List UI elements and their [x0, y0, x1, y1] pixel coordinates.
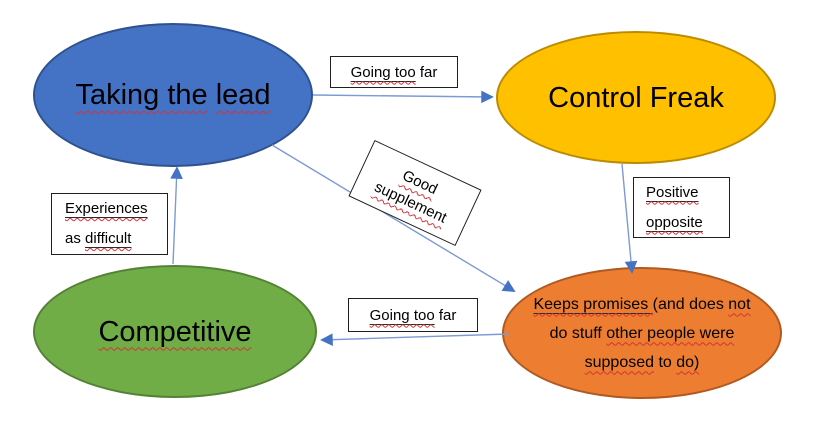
edge-label-experiences-as-difficult[interactable]: Experiences as difficult	[51, 193, 168, 255]
plain-text: far	[415, 63, 438, 81]
edge-label-line2: opposite	[646, 208, 729, 238]
arrow-taking-lead-to-control-freak[interactable]	[312, 90, 494, 104]
edge-label-positive-opposite[interactable]: Positive opposite	[633, 177, 730, 238]
spellcheck-text: Experiences	[65, 200, 148, 217]
arrow-control-freak-to-keeps-promises[interactable]	[621, 163, 638, 274]
plain-text: as	[65, 230, 86, 247]
spellcheck-text: difficult	[85, 230, 132, 247]
plain-text: to	[654, 353, 677, 371]
spellcheck-text: Going too	[369, 306, 435, 324]
spellcheck-text: Positive	[646, 183, 699, 201]
spellcheck-text: do)	[676, 353, 700, 371]
spellcheck-text: Keeps promises	[533, 295, 653, 313]
spellcheck-text: supposed	[584, 353, 655, 371]
spellcheck-text: Going too	[350, 63, 416, 81]
edge-label-line2: as difficult	[65, 224, 167, 254]
node-competitive-label: Competitive	[98, 315, 251, 349]
spellcheck-text: other people were	[606, 324, 735, 342]
edge-label-going-too-far-top[interactable]: Going too far	[330, 56, 458, 88]
edge-label-text: Going too far	[370, 307, 457, 324]
arrow-competitive-to-taking-lead[interactable]	[170, 166, 183, 265]
edge-label-line1: Experiences	[65, 194, 167, 224]
node-control-freak-label: Control Freak	[548, 81, 724, 114]
keeps-promises-line3: supposed to do)	[533, 348, 750, 377]
keeps-promises-line1: Keeps promises (and does not	[533, 290, 750, 319]
edge-label-going-too-far-bottom[interactable]: Going too far	[348, 298, 478, 332]
keeps-promises-line2: do stuff other people were	[533, 319, 750, 348]
node-taking-the-lead[interactable]: Taking the lead	[33, 23, 313, 167]
arrow-taking-lead-to-keeps-promises[interactable]	[271, 144, 516, 292]
plain-text: far	[434, 306, 457, 324]
node-taking-the-lead-label: Taking the lead	[75, 78, 270, 112]
spellcheck-text: lead	[215, 79, 271, 111]
node-keeps-promises-label: Keeps promises (and does not do stuff ot…	[533, 290, 750, 377]
plain-text: do stuff	[549, 324, 607, 342]
edge-label-line1: Positive	[646, 178, 729, 208]
spellcheck-text: Competitive	[98, 315, 252, 348]
arrow-keeps-promises-to-competitive[interactable]	[320, 333, 510, 346]
spellcheck-text: not	[728, 295, 751, 313]
node-competitive[interactable]: Competitive	[33, 265, 317, 398]
edge-label-text: Going too far	[351, 64, 438, 81]
spellcheck-text: opposite	[646, 213, 703, 231]
spellcheck-text: Taking the	[75, 79, 208, 111]
node-keeps-promises[interactable]: Keeps promises (and does not do stuff ot…	[502, 267, 782, 399]
node-control-freak[interactable]: Control Freak	[496, 31, 776, 164]
plain-text: (and does	[652, 295, 729, 313]
